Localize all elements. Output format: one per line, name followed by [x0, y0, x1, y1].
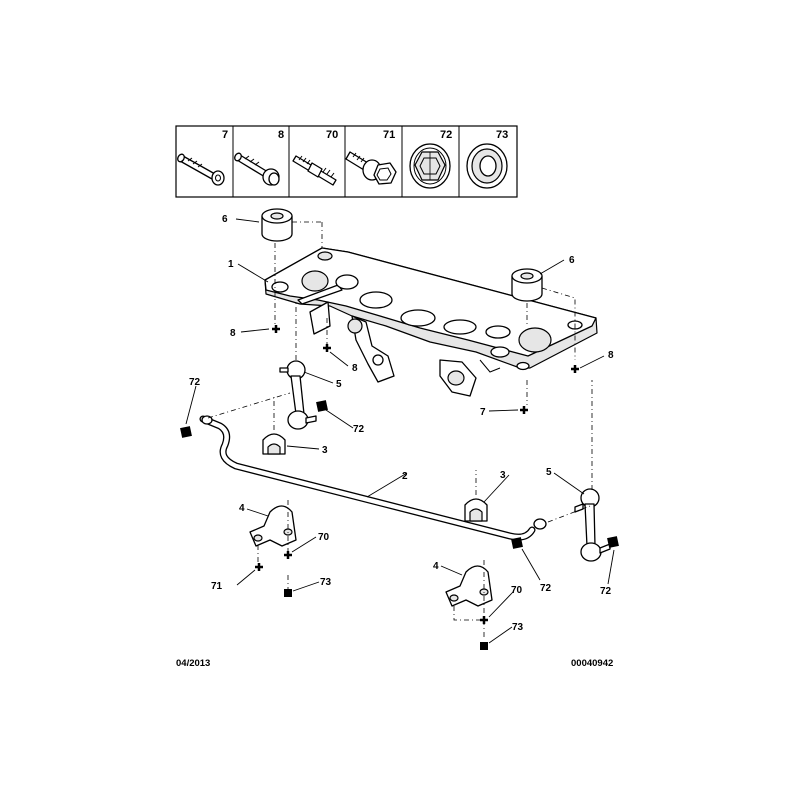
callout-6-right: 6: [569, 255, 575, 266]
footer-date: 04/2013: [176, 658, 210, 669]
fastener-markers: [180, 325, 619, 650]
callout-5-right: 5: [546, 467, 552, 478]
bar-bushing-left: [262, 433, 286, 455]
legend-label-8: 8: [278, 129, 284, 141]
flanged-bolt-icon: [234, 152, 280, 186]
callout-8-center: 8: [352, 363, 358, 374]
anti-roll-bar: [199, 415, 547, 541]
callout-2: 2: [402, 471, 408, 482]
callout-70-right: 70: [511, 585, 523, 596]
bar-bushing-right: [464, 498, 488, 522]
footer-reference: 00040942: [571, 658, 613, 669]
stud-icon: [292, 155, 337, 186]
callout-5-left: 5: [336, 379, 342, 390]
drop-link-right: [574, 488, 611, 562]
callout-3-right: 3: [500, 470, 506, 481]
callout-8-left: 8: [230, 328, 236, 339]
legend-label-71: 71: [383, 129, 395, 141]
callout-70-left: 70: [318, 532, 330, 543]
callout-72-left: 72: [189, 377, 201, 388]
callout-6-left: 6: [222, 214, 228, 225]
bar-clamp-right: [445, 565, 493, 607]
legend-label-70: 70: [326, 129, 338, 141]
drop-link-left: [279, 360, 317, 430]
callout-73-right: 73: [512, 622, 524, 633]
rear-subframe: [264, 247, 598, 397]
callout-72-center: 72: [353, 424, 365, 435]
legend-label-72: 72: [440, 129, 452, 141]
fastener-legend-table: 7 8 70 71 72 73: [175, 125, 518, 198]
callout-7: 7: [480, 407, 486, 418]
callout-4-left: 4: [239, 503, 245, 514]
bar-clamp-left: [249, 505, 297, 547]
callout-1: 1: [228, 259, 234, 270]
legend-label-7: 7: [222, 129, 228, 141]
leader-lines: [185, 218, 615, 644]
long-bolt-icon: [177, 153, 225, 186]
callout-3-left: 3: [322, 445, 328, 456]
flat-nut-icon: [466, 143, 508, 189]
callout-labels: 1 2 3 3 4 4 5 5 6 6 7 8 8 8 70 70 71 72 …: [189, 214, 614, 633]
subframe-bushing-right: [511, 268, 543, 302]
assembly-guide-lines: [207, 221, 593, 640]
subframe-bushing-left: [261, 208, 293, 242]
callout-73-left: 73: [320, 577, 332, 588]
callout-8-right: 8: [608, 350, 614, 361]
legend-label-73: 73: [496, 129, 508, 141]
callout-72-right: 72: [600, 586, 612, 597]
hex-nut-washer-icon: [409, 143, 451, 189]
short-bolt-washer-icon: [345, 151, 397, 185]
callout-71: 71: [211, 581, 223, 592]
callout-4-right: 4: [433, 561, 439, 572]
callout-72-bottom: 72: [540, 583, 552, 594]
